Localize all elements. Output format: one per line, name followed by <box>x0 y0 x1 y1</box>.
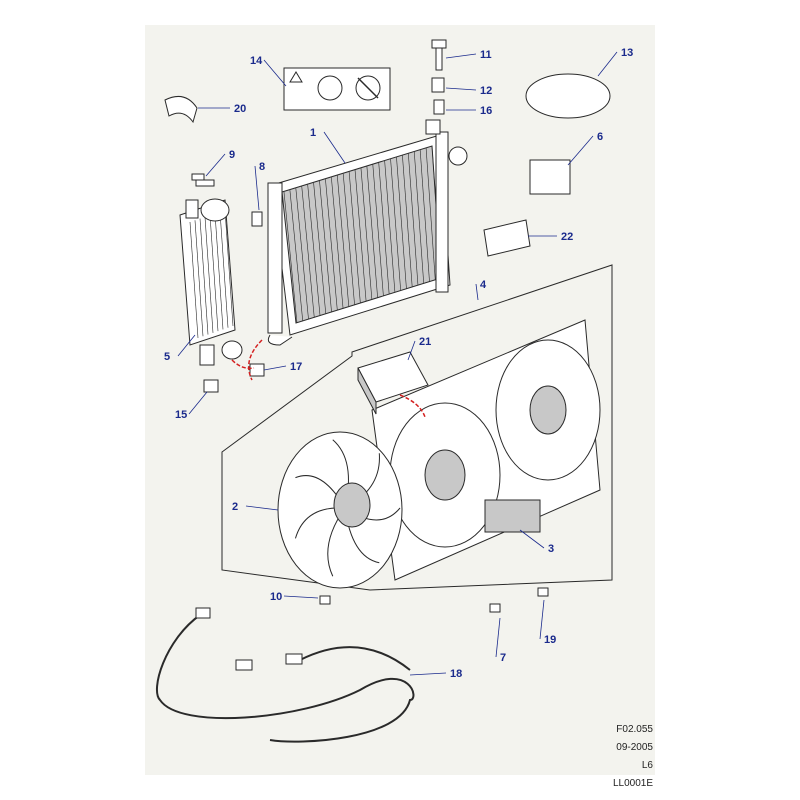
intercooler-fin <box>204 216 214 333</box>
callout-16: 16 <box>480 105 492 117</box>
callout-1: 1 <box>310 127 316 139</box>
callout-11: 11 <box>480 49 492 61</box>
leader-line-18 <box>409 672 447 676</box>
leader-line-12 <box>445 87 477 91</box>
callout-5: 5 <box>164 351 170 363</box>
callout-2: 2 <box>232 501 238 513</box>
leader-line-13 <box>597 51 618 77</box>
leader-line-1 <box>323 131 346 164</box>
radiator-fin <box>378 162 390 295</box>
model-code: L6 <box>641 760 653 771</box>
leader-line-9 <box>205 153 226 177</box>
intercooler-fin <box>189 221 199 339</box>
callout-9: 9 <box>229 149 235 161</box>
callout-13: 13 <box>621 47 633 59</box>
radiator-fin <box>408 153 419 286</box>
fan-assembly-outline <box>221 264 613 591</box>
callout-17: 17 <box>290 361 302 373</box>
radiator-fin <box>283 191 298 324</box>
radiator-fin <box>342 173 355 306</box>
intercooler-fin <box>224 209 234 327</box>
leader-line-17 <box>263 365 287 371</box>
leader-line-10 <box>283 595 319 599</box>
callout-20: 20 <box>234 103 246 115</box>
radiator-fin <box>390 158 401 291</box>
intercooler-fin <box>214 213 224 330</box>
radiator-fin <box>366 166 378 298</box>
radiator-fin <box>301 186 315 318</box>
callout-8: 8 <box>259 161 265 173</box>
revision-date: 09-2005 <box>616 742 653 753</box>
leader-line-19 <box>539 599 545 640</box>
radiator-fin <box>325 179 338 311</box>
radiator-fin <box>295 188 309 320</box>
radiator-fin <box>289 190 304 322</box>
radiator-fin <box>354 169 367 302</box>
callout-21: 21 <box>419 336 431 348</box>
radiator-fin <box>319 180 332 313</box>
radiator-fin <box>307 184 321 316</box>
leader-line-5 <box>177 334 196 357</box>
intercooler-icon <box>179 198 243 366</box>
callout-6: 6 <box>597 131 603 143</box>
fan-blade-icon <box>277 431 403 589</box>
callout-18: 18 <box>450 668 462 680</box>
intercooler-fin <box>194 220 204 337</box>
leader-line-6 <box>567 135 594 166</box>
callout-7: 7 <box>500 652 506 664</box>
leader-line-8 <box>254 165 260 211</box>
radiator-fin <box>413 151 425 284</box>
callout-4: 4 <box>480 279 487 291</box>
radiator-icon <box>267 119 468 346</box>
radiator-fin <box>402 155 413 288</box>
callout-14: 14 <box>250 55 263 67</box>
radiator-fin <box>396 157 407 289</box>
leader-line-3 <box>519 529 545 549</box>
leader-line-4 <box>475 283 479 301</box>
callout-19: 19 <box>544 634 556 646</box>
callout-15: 15 <box>175 409 187 421</box>
intercooler-fin <box>199 218 209 335</box>
radiator-fin <box>336 175 350 307</box>
callout-22: 22 <box>561 231 573 243</box>
radiator-fin <box>331 177 344 309</box>
radiator-fin <box>425 147 436 280</box>
radiator-fin <box>419 149 430 282</box>
diagram-reference: LL0001E <box>612 778 653 789</box>
wiring-harness-icon <box>155 607 415 743</box>
leader-line-7 <box>495 617 501 658</box>
radiator-fin <box>372 164 384 297</box>
leader-line-21 <box>407 340 416 361</box>
figure-number: F02.055 <box>616 724 653 735</box>
leader-line-15 <box>188 391 208 415</box>
radiator-fin <box>384 160 396 293</box>
intercooler-fin <box>219 211 229 328</box>
fan-control-module-icon <box>357 351 429 415</box>
callout-10: 10 <box>270 591 282 603</box>
bracket-icon <box>483 219 531 257</box>
intercooler-fin <box>209 215 219 332</box>
leader-line-2 <box>245 505 279 511</box>
callout-12: 12 <box>480 85 492 97</box>
coolant-hose-icon <box>231 339 426 418</box>
callout-3: 3 <box>548 543 554 555</box>
radiator-fin <box>348 171 361 304</box>
warning-label-icon <box>283 67 391 111</box>
radiator-fin <box>313 182 327 315</box>
radiator-fin <box>360 168 373 300</box>
leader-line-14 <box>263 59 287 87</box>
leader-line-11 <box>445 53 477 59</box>
bolt-icon <box>191 39 549 613</box>
clip-icon <box>164 73 611 195</box>
